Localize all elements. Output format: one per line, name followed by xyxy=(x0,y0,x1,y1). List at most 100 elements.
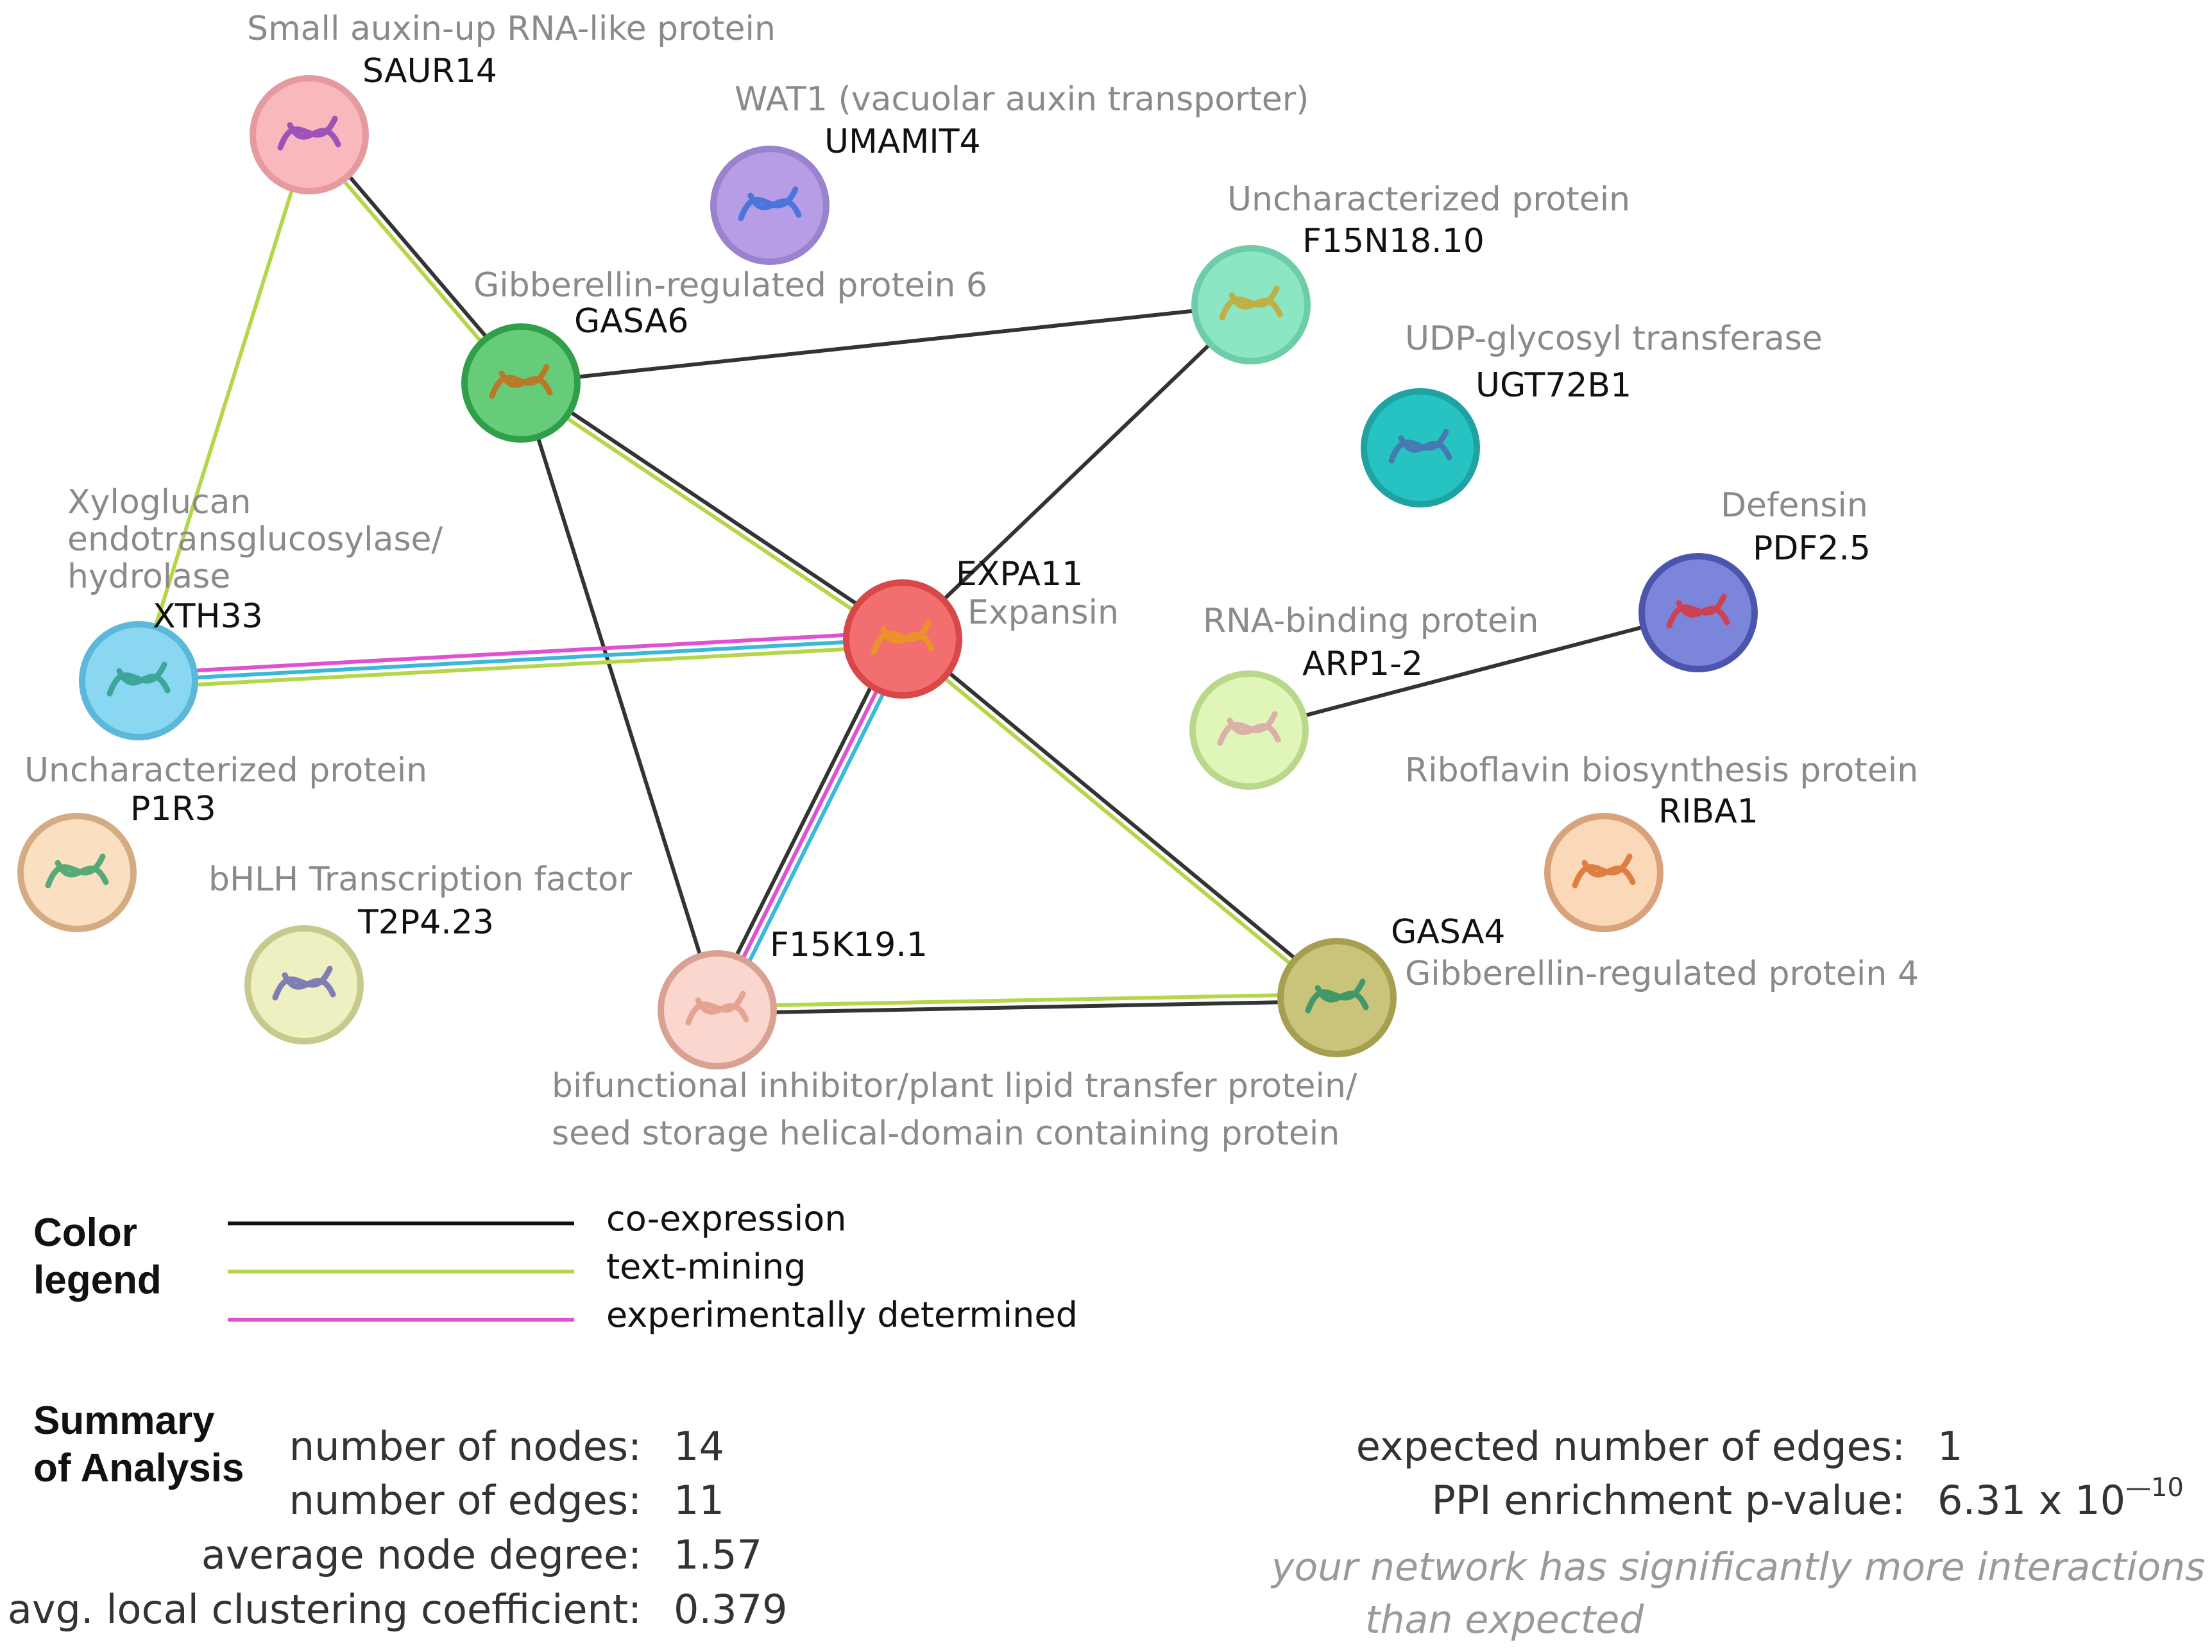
edge-line-curated xyxy=(722,641,911,1014)
node-description-RIBA1: Riboflavin biosynthesis protein xyxy=(1405,751,1918,790)
edge-line-experimentally-determined xyxy=(138,630,903,676)
stat-value-pvalue: 6.31 x 10—10 xyxy=(1937,1473,2184,1524)
node-UGT72B1[interactable] xyxy=(1361,388,1480,507)
stat-label-expected-edges: expected number of edges: xyxy=(1356,1423,1905,1470)
node-description-EXPA11: Expansin xyxy=(967,593,1119,632)
protein-structure-icon xyxy=(1666,593,1730,629)
node-T2P4.23[interactable] xyxy=(244,925,364,1044)
legend-heading-line1: Color xyxy=(33,1211,137,1255)
node-name-T2P4.23: T2P4.23 xyxy=(357,903,494,942)
node-name-ARP1-2: ARP1-2 xyxy=(1302,645,1423,683)
stat-value-degree: 1.57 xyxy=(674,1531,763,1578)
node-XTH33[interactable] xyxy=(79,621,198,740)
protein-structure-icon xyxy=(272,966,336,1001)
edge-F15N18.10-EXPA11 xyxy=(901,303,1253,641)
edge-F15K19.1-GASA4 xyxy=(717,992,1338,1016)
pvalue-exponent: —10 xyxy=(2125,1473,2184,1503)
legend-swatch-text-mining xyxy=(228,1270,574,1273)
edge-line-text-mining xyxy=(899,640,1336,1002)
protein-structure-icon xyxy=(1217,711,1281,746)
node-description-F15K19.1: bifunctional inhibitor/plant lipid trans… xyxy=(552,1067,1357,1153)
protein-structure-icon xyxy=(489,364,553,399)
edge-line-co-expression xyxy=(1248,611,1699,732)
node-P1R3[interactable] xyxy=(17,813,137,932)
protein-structure-icon xyxy=(277,115,341,151)
legend-item-text-mining: text-mining xyxy=(228,1247,1126,1295)
edge-line-co-expression xyxy=(901,303,1253,641)
edge-line-co-expression xyxy=(903,634,1341,997)
edge-SAUR14-XTH33 xyxy=(137,134,311,681)
edge-line-co-expression xyxy=(709,634,898,1008)
edge-line-experimentally-determined xyxy=(715,638,905,1011)
edge-line-text-mining xyxy=(717,992,1337,1009)
edge-line-co-expression xyxy=(519,382,719,1010)
edge-line-co-expression xyxy=(522,378,906,638)
edge-GASA6-F15N18.10 xyxy=(520,303,1252,385)
node-UMAMIT4[interactable] xyxy=(710,146,830,265)
stat-label-degree: average node degree: xyxy=(201,1531,642,1578)
node-name-GASA6: GASA6 xyxy=(574,302,689,341)
node-description-T2P4.23: bHLH Transcription factor xyxy=(208,860,633,899)
stat-value-edges: 11 xyxy=(674,1477,724,1524)
protein-structure-icon xyxy=(1572,853,1636,889)
significance-note-line2: than expected xyxy=(1365,1597,1644,1642)
node-layer xyxy=(17,75,1758,1069)
legend-label-experimental: experimentally determined xyxy=(606,1295,1078,1335)
node-RIBA1[interactable] xyxy=(1544,813,1663,932)
legend-label-co-expression: co-expression xyxy=(606,1198,847,1239)
node-description-ARP1-2: RNA-binding protein xyxy=(1203,602,1538,640)
node-PDF2.5[interactable] xyxy=(1638,553,1758,672)
node-GASA6[interactable] xyxy=(461,323,581,443)
edge-line-co-expression xyxy=(717,999,1338,1016)
stat-label-clustering: avg. local clustering coefficient: xyxy=(7,1586,642,1633)
stat-value-nodes: 14 xyxy=(674,1423,724,1470)
protein-structure-icon xyxy=(1219,285,1283,321)
node-name-UGT72B1: UGT72B1 xyxy=(1476,366,1631,405)
node-description-UGT72B1: UDP-glycosyl transferase xyxy=(1405,319,1823,358)
significance-note-line1: your network has significantly more inte… xyxy=(1272,1545,2206,1590)
node-name-F15N18.10: F15N18.10 xyxy=(1302,222,1485,260)
legend-heading-line2: legend xyxy=(33,1258,162,1302)
node-name-PDF2.5: PDF2.5 xyxy=(1753,529,1871,568)
node-description-F15N18.10: Uncharacterized protein xyxy=(1227,180,1630,219)
legend-swatch-experimental xyxy=(228,1318,574,1322)
protein-structure-icon xyxy=(871,620,935,655)
node-name-EXPA11: EXPA11 xyxy=(956,555,1083,593)
edge-EXPA11-GASA4 xyxy=(899,634,1341,1002)
node-description-P1R3: Uncharacterized protein xyxy=(24,751,427,790)
edge-GASA6-EXPA11 xyxy=(518,378,906,644)
edge-line-co-expression xyxy=(520,303,1252,385)
protein-structure-icon xyxy=(738,186,802,221)
edge-line-text-mining xyxy=(137,134,311,681)
node-EXPA11[interactable] xyxy=(843,579,962,699)
node-description-PDF2.5: Defensin xyxy=(1721,486,1868,525)
stat-label-nodes: number of nodes: xyxy=(289,1423,642,1470)
node-name-SAUR14: SAUR14 xyxy=(362,52,497,90)
stat-value-clustering: 0.379 xyxy=(674,1586,788,1633)
protein-structure-icon xyxy=(685,991,749,1026)
legend-heading: Color legend xyxy=(33,1209,162,1304)
stat-value-expected-edges: 1 xyxy=(1937,1423,1963,1470)
edge-GASA6-F15K19.1 xyxy=(519,382,719,1010)
node-ARP1-2[interactable] xyxy=(1189,670,1309,790)
node-name-XTH33: XTH33 xyxy=(153,597,263,636)
label-layer: Small auxin-up RNA-like proteinSAUR14WAT… xyxy=(24,10,1919,1153)
node-description-SAUR14: Small auxin-up RNA-like protein xyxy=(247,10,776,48)
protein-structure-icon xyxy=(1388,429,1452,464)
node-description-GASA6: Gibberellin-regulated protein 6 xyxy=(473,266,987,305)
node-F15N18.10[interactable] xyxy=(1191,245,1311,364)
node-description-GASA4: Gibberellin-regulated protein 4 xyxy=(1405,955,1919,993)
node-description-UMAMIT4: WAT1 (vacuolar auxin transporter) xyxy=(735,80,1309,119)
stat-label-edges: number of edges: xyxy=(289,1477,642,1524)
edge-layer xyxy=(137,131,1699,1016)
stat-label-pvalue: PPI enrichment p-value: xyxy=(1431,1477,1905,1524)
node-GASA4[interactable] xyxy=(1277,938,1397,1057)
node-name-GASA4: GASA4 xyxy=(1391,913,1506,951)
pvalue-mantissa: 6.31 x 10 xyxy=(1937,1477,2126,1524)
node-F15K19.1[interactable] xyxy=(658,950,777,1069)
node-SAUR14[interactable] xyxy=(250,75,369,194)
node-name-UMAMIT4: UMAMIT4 xyxy=(824,123,981,161)
node-name-RIBA1: RIBA1 xyxy=(1658,792,1758,831)
